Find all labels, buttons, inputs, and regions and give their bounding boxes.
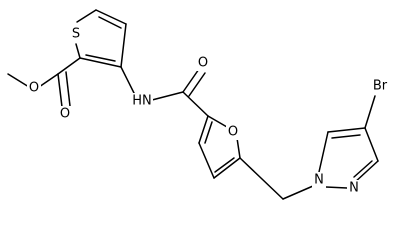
bond-ch2-n1 [282,185,314,200]
atom-nh: HN [131,93,153,109]
bond-pz-c5-c4-inner [331,134,361,139]
bond-pz-n2-n1 [325,186,348,189]
bond-ester-co-double-b [65,71,71,107]
bond-furan-ch2 [239,157,284,200]
bond-pz-n1-c5 [318,131,329,173]
atom-o-ester-single: O [27,80,41,96]
atom-nh-label: HN [132,94,152,109]
atom-n1-pyrazole-label: N [314,173,324,188]
bond-pz-c4-c3 [364,127,379,162]
bond-pz-br [364,95,376,129]
bond-fu-o-c5 [236,137,241,159]
atom-o-ester-single-label: O [29,81,39,96]
atom-o-furan: O [226,124,240,140]
bond-methyl-o [7,73,30,88]
atom-n2-pyrazole: N [347,180,361,196]
atom-br: Br [369,78,391,94]
bond-th-c2-s [75,43,81,59]
atom-o-ester-carbonyl-label: O [60,107,70,122]
bond-ester-c-thiophene [57,57,81,75]
bond-ester-co-double-a [57,73,63,108]
atom-s1-label: S [72,27,80,42]
bond-fu-c5-c4 [213,157,241,179]
bond-pz-c3-n2-inner [353,160,373,178]
bond-pz-c3-n2 [353,160,379,184]
bond-th-c3-c2 [79,57,122,68]
bond-th-c3-c2-inner [85,54,116,62]
bond-amide-co-a [182,68,200,93]
atom-o-furan-label: O [228,125,238,140]
atom-o-amide: O [196,55,210,71]
molecule-diagram: S O O HN O O N N Br [7,9,391,200]
atom-o-ester-carbonyl: O [58,106,72,122]
bond-fu-c5-c4-inner [214,157,235,173]
bond-amide-co-b [188,72,206,97]
bond-th-nh [120,66,135,94]
bond-fu-c2-o [207,115,228,128]
atom-n2-pyrazole-label: N [349,181,359,196]
bond-o-ester-c [38,73,59,88]
bond-fu-c3-c2-inner [204,121,213,144]
bond-amide-furan [182,91,209,117]
bond-nh-amide-c [151,91,184,101]
atom-n1-pyrazole: N [312,172,326,188]
bond-pz-c5-c4 [327,127,366,133]
atom-br-label: Br [373,79,388,94]
bond-th-c5-c4 [95,9,127,25]
atom-o-amide-label: O [198,56,208,71]
bond-th-c4-c3 [120,23,127,68]
bond-th-c5-c4-inner [98,16,122,29]
bond-fu-c4-c3 [198,142,215,179]
atom-s1: S [69,26,83,42]
bond-fu-c3-c2 [198,115,209,144]
bond-th-s-c5 [76,9,97,23]
structure-canvas: S O O HN O O N N Br [7,9,391,200]
